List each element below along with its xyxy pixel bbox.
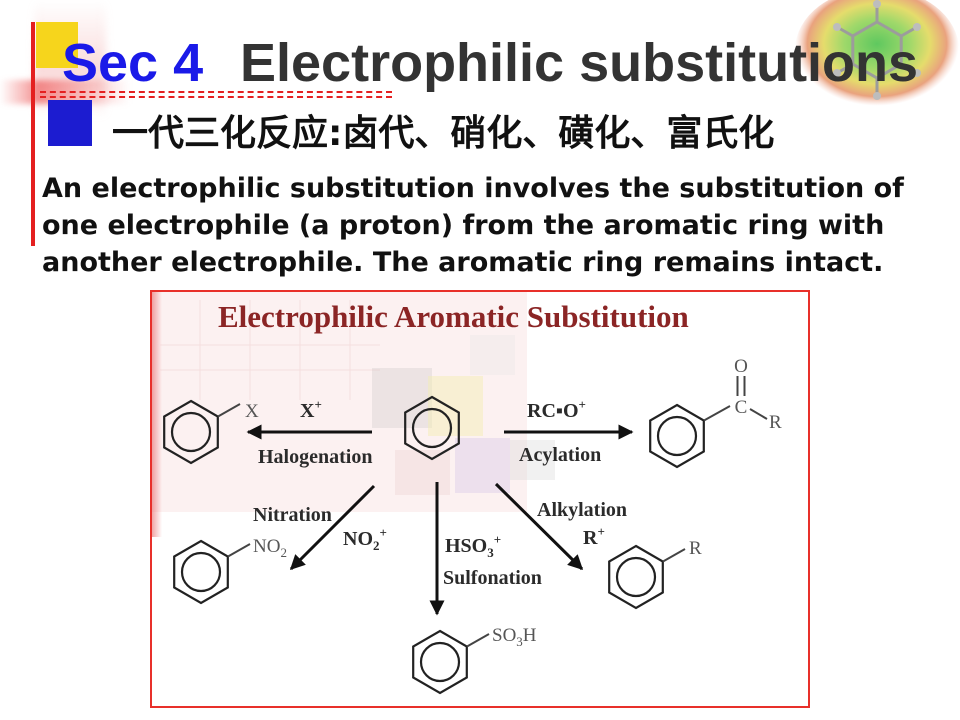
reagent-charge: + <box>380 525 387 540</box>
ring-hexagon <box>404 395 460 461</box>
benzene-ring-nitration-product <box>173 539 229 605</box>
paragraph-line: An electrophilic substitution involves t… <box>42 173 904 204</box>
ring-aromatic-circle <box>170 411 212 453</box>
ring-hexagon <box>649 403 705 469</box>
alkylation-label: Alkylation <box>537 499 627 521</box>
reagent-charge: + <box>314 397 321 412</box>
sulfo-group-tail: H <box>523 625 537 646</box>
reagent-charge: + <box>597 524 604 539</box>
nitro-group-subscript: 2 <box>280 545 287 560</box>
nitro-group-label: NO2 <box>253 536 287 560</box>
ring-hexagon <box>173 539 229 605</box>
sulfonation-reagent: HSO3+ <box>445 532 501 560</box>
benzene-ring-alkylation-product <box>608 544 664 610</box>
nitration-reagent: NO2+ <box>343 525 387 553</box>
halogenation-reagent: X+ <box>300 397 322 422</box>
benzene-ring-halogenation-product <box>163 399 219 465</box>
reagent-base: NO <box>343 528 373 550</box>
reaction-diagram-canvas: Electrophilic Aromatic Substitution <box>152 292 782 695</box>
reagent-subscript: 3 <box>487 545 494 560</box>
acylation-label: Acylation <box>519 444 601 466</box>
diagram-title: Electrophilic Aromatic Substitution <box>218 299 689 334</box>
alkyl-group-label: R <box>689 538 702 559</box>
section-number: Sec 4 <box>62 33 204 93</box>
sulfo-group-subscript: 3 <box>516 634 523 649</box>
nitro-group-base: NO <box>253 536 280 557</box>
molecule-atoms <box>833 0 921 100</box>
reaction-diagram: Electrophilic Aromatic Substitution <box>150 290 810 708</box>
halogen-group-label: X <box>245 401 259 422</box>
nitration-arrow <box>289 484 376 571</box>
acylation-reagent: RC▪O+ <box>527 397 586 422</box>
halogenation-label: Halogenation <box>258 446 372 468</box>
sulfo-bond <box>466 633 490 648</box>
reagent-base: R <box>583 527 598 549</box>
paragraph-line: one electrophile (a proton) from the aro… <box>42 210 885 241</box>
halogen-bond <box>217 403 241 418</box>
reagent-subscript: 2 <box>373 538 380 553</box>
alkyl-bond <box>662 548 686 563</box>
ring-aromatic-circle <box>656 415 698 457</box>
acyl-bond <box>703 405 731 422</box>
diagram-background <box>152 292 555 537</box>
ring-aromatic-circle <box>419 641 461 683</box>
nitration-label: Nitration <box>253 504 332 526</box>
reagent-base: HSO <box>445 535 487 557</box>
alkylation-reagent: R+ <box>583 524 605 549</box>
red-accent-line <box>31 22 35 246</box>
yellow-accent-square <box>36 22 78 68</box>
reagent-base: X <box>300 400 315 422</box>
sulfo-group-label: SO3H <box>492 625 537 649</box>
acyl-r-bond <box>749 408 768 420</box>
paragraph-line: another electrophile. The aromatic ring … <box>42 247 884 278</box>
ring-aromatic-circle <box>615 556 657 598</box>
alkylation-arrow <box>494 482 584 571</box>
reagent-charge: + <box>579 397 586 412</box>
benzene-ring-sulfonation-product <box>412 629 468 695</box>
ring-aromatic-circle <box>411 407 453 449</box>
molecule-icon <box>795 0 959 112</box>
benzene-ring-acylation-product <box>649 403 705 469</box>
ring-aromatic-circle <box>180 551 222 593</box>
red-dashed-underline <box>40 91 392 98</box>
ring-hexagon <box>608 544 664 610</box>
sulfonation-label: Sulfonation <box>443 567 542 589</box>
acyl-carbon-label: C <box>735 397 748 418</box>
acyl-oxygen-label: O <box>734 356 748 377</box>
reagent-base: RC▪O <box>527 400 579 422</box>
page-title: Electrophilic substitutions <box>240 33 919 93</box>
description-paragraph: An electrophilic substitution involves t… <box>42 170 904 281</box>
chinese-subtitle: 一代三化反应:卤代、硝化、磺化、富氏化 <box>112 113 775 154</box>
nitro-bond <box>227 543 251 558</box>
blue-accent-square <box>48 100 92 146</box>
benzene-ring-reactant <box>404 395 460 461</box>
sulfo-group-base: SO <box>492 625 516 646</box>
ring-hexagon <box>163 399 219 465</box>
reagent-charge: + <box>494 532 501 547</box>
acyl-r-label: R <box>769 412 782 433</box>
ring-hexagon <box>412 629 468 695</box>
